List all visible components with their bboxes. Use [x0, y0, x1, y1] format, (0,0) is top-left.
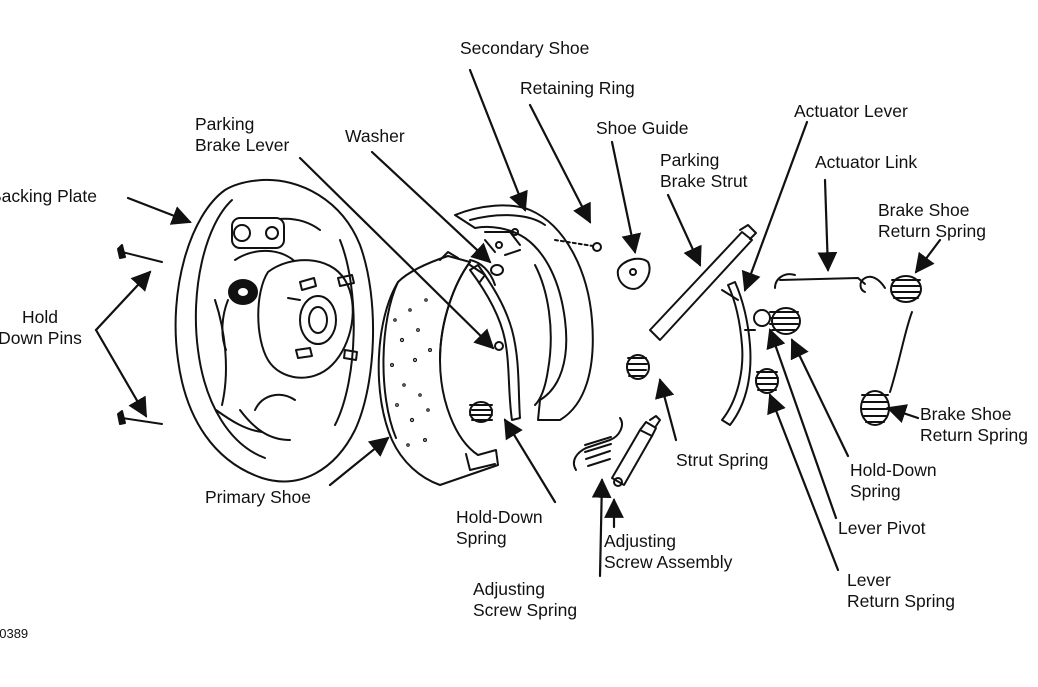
leader-actuator-lever [741, 120, 809, 292]
leader-adjusting-screw-spring [591, 478, 612, 578]
leader-hold-down-pins-top [94, 270, 152, 332]
label-actuator-link: Actuator Link [815, 152, 918, 172]
leader-brake-shoe-return-spring-bottom [886, 404, 920, 424]
label-washer: Washer [345, 126, 405, 146]
actuator-link [774, 273, 866, 289]
lever-return-spring [755, 368, 779, 394]
leader-lever-pivot [766, 328, 838, 520]
label-retaining-ring: Retaining Ring [520, 78, 635, 98]
label-lever-pivot: Lever Pivot [838, 518, 926, 538]
retaining-ring [554, 239, 602, 252]
adjusting-screw-assembly [611, 415, 661, 487]
leader-parking-brake-lever [298, 156, 495, 350]
parking-brake-lever [469, 264, 521, 421]
leader-lever-return-spring [767, 393, 840, 572]
hold-down-spring-right [753, 307, 801, 335]
leader-shoe-guide [610, 140, 642, 254]
leader-strut-spring [655, 378, 678, 442]
parking-brake-strut [649, 224, 757, 341]
hold-down-spring-center [469, 401, 493, 423]
leader-parking-brake-strut [666, 193, 702, 267]
label-actuator-lever: Actuator Lever [794, 101, 908, 121]
leader-hold-down-pins-bottom [94, 328, 148, 418]
hold-down-pin-top [117, 244, 163, 263]
leader-washer [370, 150, 492, 264]
label-shoe-guide: Shoe Guide [596, 118, 689, 138]
label-strut-spring: Strut Spring [676, 450, 769, 470]
leader-secondary-shoe [468, 68, 528, 212]
leader-primary-shoe [328, 436, 390, 487]
backing-plate [174, 178, 375, 483]
leader-actuator-link [817, 178, 838, 272]
label-primary-shoe: Primary Shoe [205, 487, 312, 507]
label-secondary-shoe: Secondary Shoe [460, 38, 590, 58]
hold-down-pin-bottom [117, 410, 163, 425]
leader-retaining-ring [528, 103, 592, 224]
secondary-shoe [454, 204, 594, 421]
washer [490, 264, 504, 276]
actuator-lever [721, 281, 756, 426]
leader-lines [94, 68, 942, 578]
leader-backing-plate [126, 196, 192, 225]
label-backing-plate: Backing Plate [0, 186, 98, 206]
figure-code: 30389 [0, 626, 29, 641]
primary-shoe [377, 251, 499, 486]
shoe-guide [616, 257, 651, 290]
brake-shoe-return-spring-bottom [860, 311, 913, 426]
brake-shoe-return-spring-top [859, 275, 922, 303]
leader-brake-shoe-return-spring-top [914, 238, 942, 274]
adjusting-screw-spring [572, 417, 623, 471]
leader-hold-down-spring-right [790, 338, 850, 458]
leader-hold-down-spring-center [503, 418, 557, 504]
strut-spring [626, 354, 650, 380]
